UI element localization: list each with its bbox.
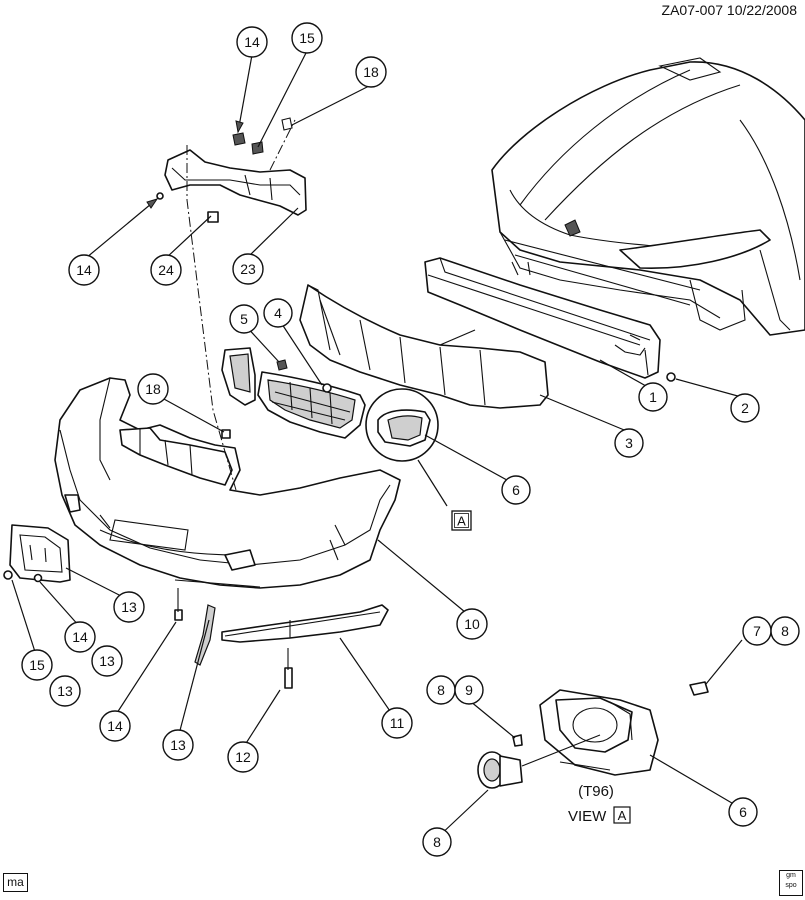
callout-13a: 13 — [113, 591, 145, 623]
screw-7 — [689, 681, 709, 696]
svg-text:14: 14 — [107, 718, 123, 734]
svg-text:13: 13 — [121, 599, 137, 615]
gm-spo-logo: gm spo — [779, 870, 803, 896]
callout-15: 15 — [21, 649, 53, 681]
upper-support-bracket — [156, 117, 307, 223]
callout-6: 6 — [501, 475, 531, 505]
callout-2: 2 — [730, 393, 760, 423]
front-fascia — [54, 377, 401, 589]
grille — [221, 347, 366, 439]
svg-text:13: 13 — [170, 737, 186, 753]
callout-10: 10 — [456, 608, 488, 640]
callout-13d: 13 — [162, 729, 194, 761]
svg-text:5: 5 — [240, 311, 248, 327]
callout-11: 11 — [381, 707, 413, 739]
license-bracket — [9, 524, 71, 583]
callout-13b: 13 — [91, 645, 123, 677]
alignment-line-1 — [186, 145, 237, 491]
svg-text:13: 13 — [99, 653, 115, 669]
callout-23: 23 — [232, 253, 264, 285]
leader-lines — [11, 50, 746, 839]
svg-text:10: 10 — [464, 616, 480, 632]
fasteners-left — [3, 570, 293, 689]
callout-9: 9 — [454, 675, 484, 705]
svg-text:3: 3 — [625, 435, 633, 451]
callout-22: 18 — [355, 56, 387, 88]
callout-8c: 8 — [422, 827, 452, 857]
svg-text:6: 6 — [739, 804, 747, 820]
callout-3: 3 — [614, 428, 644, 458]
gm-logo-bottom: spo — [785, 882, 797, 889]
callout-1: 1 — [638, 382, 668, 412]
alignment-line-2 — [269, 119, 296, 171]
callout-24: 24 — [150, 254, 182, 286]
fog-bezel-detail — [365, 388, 439, 462]
option-code: (T96) — [578, 783, 614, 800]
svg-text:18: 18 — [363, 64, 379, 80]
svg-text:7: 7 — [753, 623, 761, 639]
view-label-letter: A — [618, 808, 627, 823]
svg-text:1: 1 — [649, 389, 657, 405]
vehicle-front-illustration — [491, 57, 805, 336]
callout-5: 5 — [229, 304, 259, 334]
callout-6b: 6 — [728, 797, 758, 827]
bolt-2 — [666, 372, 676, 382]
fog-lamp-housing — [539, 689, 659, 776]
svg-text:14: 14 — [72, 629, 88, 645]
document-id: ZA07-007 10/22/2008 — [661, 2, 797, 18]
lower-deflector — [221, 604, 389, 643]
svg-text:8: 8 — [437, 682, 445, 698]
svg-text:18: 18 — [145, 381, 161, 397]
callout-14b: 14 — [99, 710, 131, 742]
svg-text:12: 12 — [235, 749, 251, 765]
arrow-19 — [146, 198, 159, 209]
screw-9 — [512, 734, 523, 747]
view-a-marker: A — [451, 510, 472, 531]
callout-8b: 8 — [426, 675, 456, 705]
view-a-letter: A — [457, 514, 466, 529]
svg-text:2: 2 — [741, 400, 749, 416]
view-label: VIEW — [568, 808, 607, 825]
fog-lamp-bulb — [477, 734, 601, 789]
arrow-20 — [235, 120, 244, 134]
svg-text:8: 8 — [781, 623, 789, 639]
svg-text:24: 24 — [158, 262, 174, 278]
svg-text:14: 14 — [244, 34, 260, 50]
callout-8a: 8 — [770, 616, 800, 646]
impact-bar — [424, 257, 661, 379]
gm-logo-top: gm — [786, 872, 796, 879]
callout-12: 12 — [227, 741, 259, 773]
svg-text:11: 11 — [390, 715, 405, 731]
callout-20: 14 — [236, 26, 268, 58]
svg-text:8: 8 — [433, 834, 441, 850]
callout-14a: 14 — [64, 621, 96, 653]
svg-text:4: 4 — [274, 305, 282, 321]
ma-badge: ma — [3, 873, 28, 892]
nut-4 — [322, 383, 332, 393]
callout-7: 7 — [742, 616, 772, 646]
svg-text:6: 6 — [512, 482, 520, 498]
svg-text:14: 14 — [76, 262, 92, 278]
callout-13c: 13 — [49, 675, 81, 707]
svg-text:23: 23 — [240, 261, 256, 277]
svg-text:15: 15 — [299, 30, 315, 46]
callout-19: 14 — [68, 254, 100, 286]
callout-4: 4 — [263, 298, 293, 328]
svg-text:15: 15 — [29, 657, 45, 673]
callout-18: 18 — [137, 373, 169, 405]
svg-text:9: 9 — [465, 682, 473, 698]
svg-text:13: 13 — [57, 683, 73, 699]
callout-21: 15 — [291, 22, 323, 54]
